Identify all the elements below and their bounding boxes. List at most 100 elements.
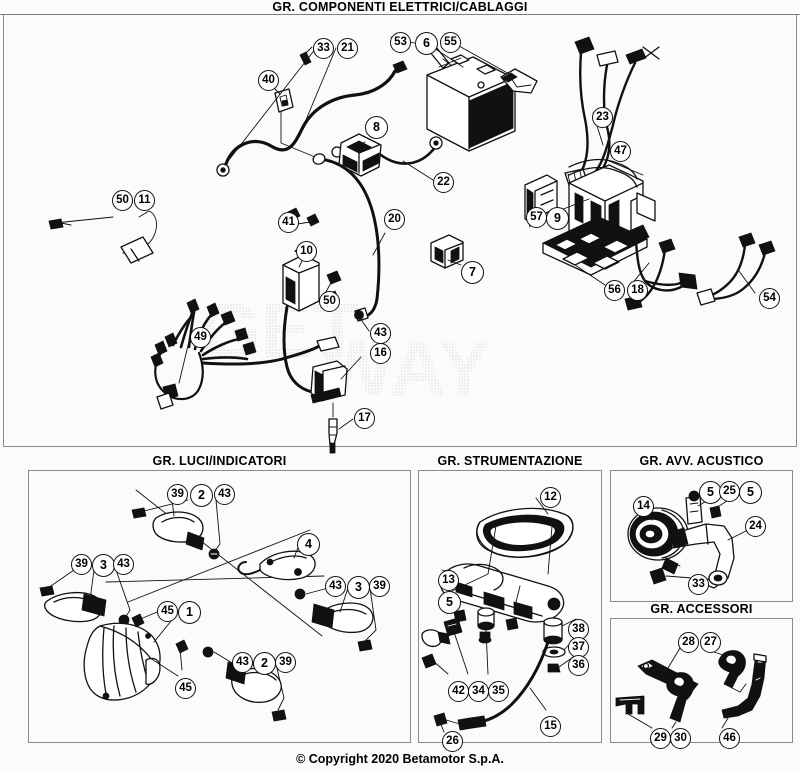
part-26-bolt: [433, 712, 473, 731]
callout-29[interactable]: 29: [650, 728, 671, 749]
callout-47[interactable]: 47: [610, 141, 631, 162]
part-12-instrument: [476, 507, 574, 558]
part-33-pin: [299, 51, 312, 66]
part-39-screw-top: [131, 507, 147, 519]
part-1-headlight: [83, 622, 161, 701]
callout-50[interactable]: 50: [319, 291, 340, 312]
part-7-relay: [430, 234, 464, 269]
callout-36[interactable]: 36: [568, 655, 589, 676]
callout-3[interactable]: 3: [92, 554, 115, 577]
part-17-sparkplug: [328, 418, 338, 454]
part-42-clamp: [421, 629, 451, 669]
callout-39[interactable]: 39: [71, 554, 92, 575]
callout-17[interactable]: 17: [354, 408, 375, 429]
panel-componenti-elettrici: [3, 15, 797, 447]
callout-34[interactable]: 34: [468, 681, 489, 702]
callout-33[interactable]: 33: [313, 38, 334, 59]
callout-22[interactable]: 22: [433, 172, 454, 193]
callout-43[interactable]: 43: [370, 323, 391, 344]
callout-33[interactable]: 33: [688, 574, 709, 595]
part-43-nut-top: [208, 548, 220, 560]
callout-8[interactable]: 8: [365, 116, 388, 139]
part-46-stand: [721, 653, 767, 719]
callout-7[interactable]: 7: [461, 261, 484, 284]
callout-53[interactable]: 53: [390, 32, 411, 53]
panel-title-strumentazione: GR. STRUMENTAZIONE: [437, 454, 583, 468]
part-3-indicator-right: [311, 602, 374, 634]
callout-43[interactable]: 43: [214, 484, 235, 505]
callout-21[interactable]: 21: [337, 38, 358, 59]
callout-35[interactable]: 35: [488, 681, 509, 702]
callout-54[interactable]: 54: [759, 288, 780, 309]
callout-27[interactable]: 27: [700, 632, 721, 653]
panel-title-luci: GR. LUCI/INDICATORI: [152, 454, 287, 468]
callout-9[interactable]: 9: [546, 207, 569, 230]
callout-50[interactable]: 50: [112, 190, 133, 211]
callout-43[interactable]: 43: [232, 652, 253, 673]
callout-57[interactable]: 57: [526, 207, 547, 228]
callout-12[interactable]: 12: [540, 487, 561, 508]
callout-5[interactable]: 5: [438, 591, 461, 614]
callout-39[interactable]: 39: [167, 484, 188, 505]
callout-4[interactable]: 4: [297, 533, 320, 556]
accessori-panel-artwork: [615, 647, 767, 729]
part-54-harness: [696, 232, 776, 306]
callout-42[interactable]: 42: [448, 681, 469, 702]
part-43-nut-bottom: [202, 646, 214, 658]
part-55-clamp: [500, 68, 538, 94]
acustico-panel-artwork: [627, 490, 757, 589]
callout-1[interactable]: 1: [178, 601, 201, 624]
callout-41[interactable]: 41: [278, 212, 299, 233]
callout-3[interactable]: 3: [347, 576, 370, 599]
part-56-fusebox: [542, 216, 648, 276]
panel-title-acustico: GR. AVV. ACUSTICO: [639, 454, 764, 468]
callout-2[interactable]: 2: [253, 652, 276, 675]
part-4-bracket: [237, 550, 316, 581]
callout-13[interactable]: 13: [438, 570, 459, 591]
title-divider: [0, 14, 800, 15]
part-29-clip: [615, 695, 645, 715]
part-34-spacer: [443, 617, 463, 637]
panel-title-accessori: GR. ACCESSORI: [650, 602, 753, 616]
callout-37[interactable]: 37: [568, 637, 589, 658]
callout-23[interactable]: 23: [592, 107, 613, 128]
callout-40[interactable]: 40: [258, 70, 279, 91]
copyright-footer: © Copyright 2020 Betamotor S.p.A.: [296, 752, 504, 766]
callout-15[interactable]: 15: [540, 716, 561, 737]
part-5-screws: [453, 609, 519, 631]
callout-26[interactable]: 26: [442, 731, 463, 752]
callout-39[interactable]: 39: [275, 652, 296, 673]
callout-55[interactable]: 55: [440, 32, 461, 53]
callout-5[interactable]: 5: [739, 481, 762, 504]
part-43-bolt: [354, 310, 364, 320]
callout-14[interactable]: 14: [633, 496, 654, 517]
callout-2[interactable]: 2: [190, 484, 213, 507]
part-39-screw-left: [39, 585, 55, 597]
callout-49[interactable]: 49: [190, 327, 211, 348]
part-45-pins: [131, 613, 189, 654]
callout-10[interactable]: 10: [296, 241, 317, 262]
part-38-grommet: [543, 617, 563, 645]
callout-18[interactable]: 18: [627, 280, 648, 301]
part-39-screw-right: [357, 639, 373, 652]
callout-30[interactable]: 30: [670, 728, 691, 749]
callout-24[interactable]: 24: [745, 516, 766, 537]
callout-16[interactable]: 16: [370, 343, 391, 364]
callout-20[interactable]: 20: [384, 209, 405, 230]
callout-43[interactable]: 43: [113, 554, 134, 575]
main-diagram-title: GR. COMPONENTI ELETTRICI/CABLAGGI: [272, 0, 528, 14]
callout-46[interactable]: 46: [719, 728, 740, 749]
callout-39[interactable]: 39: [369, 576, 390, 597]
part-36-nut: [547, 663, 561, 673]
callout-11[interactable]: 11: [134, 190, 155, 211]
callout-43[interactable]: 43: [325, 576, 346, 597]
callout-56[interactable]: 56: [604, 280, 625, 301]
callout-38[interactable]: 38: [568, 619, 589, 640]
callout-25[interactable]: 25: [719, 481, 740, 502]
part-43-nut-right: [294, 588, 306, 600]
callout-6[interactable]: 6: [415, 32, 438, 55]
callout-45[interactable]: 45: [157, 601, 178, 622]
callout-28[interactable]: 28: [678, 632, 699, 653]
callout-45[interactable]: 45: [175, 678, 196, 699]
